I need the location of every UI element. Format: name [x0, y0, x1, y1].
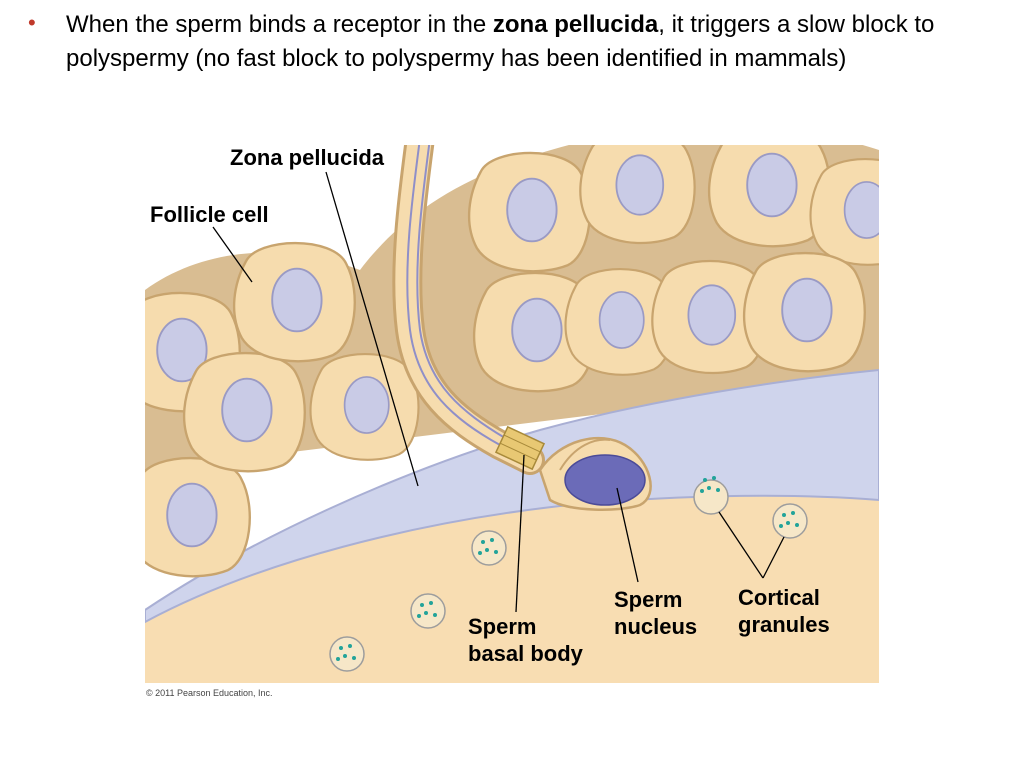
bullet-point: • When the sperm binds a receptor in the…: [28, 8, 978, 76]
bullet-text-bold: zona pellucida: [492, 11, 659, 38]
label-cortical-granules-line1: Cortical: [738, 585, 820, 610]
egg-cytoplasm: [145, 493, 879, 683]
label-follicle-cell: Follicle cell: [150, 202, 269, 227]
bullet-text-part2: , it triggers a slow block to polyspermy…: [66, 11, 935, 72]
leader-cortical-granules-a: [718, 511, 764, 579]
sperm-tail: [392, 145, 545, 475]
leader-sperm-basal-body: [515, 454, 525, 613]
label-sperm-nucleus-line1: Sperm: [614, 587, 683, 612]
label-sperm-basal-body: Sperm basal body: [468, 613, 583, 667]
cortical-granule-dots: [336, 476, 799, 661]
label-sperm-basal-body-line2: basal body: [468, 641, 583, 666]
label-sperm-nucleus: Sperm nucleus: [614, 586, 697, 640]
leader-cortical-granules-b: [762, 536, 785, 579]
label-sperm-basal-body-line1: Sperm: [468, 614, 537, 639]
leader-follicle-cell: [212, 226, 253, 283]
label-zona-pellucida: Zona pellucida: [230, 145, 385, 170]
label-sperm-nucleus-line2: nucleus: [614, 614, 698, 639]
zona-pellucida-band: [145, 368, 879, 624]
leader-lines: [212, 171, 785, 613]
bullet-text: When the sperm binds a receptor in the z…: [66, 8, 978, 76]
bullet-text-part1: When the sperm binds a receptor in the: [66, 11, 493, 38]
sperm-nucleus: [564, 454, 646, 506]
copyright-notice: © 2011 Pearson Education, Inc.: [146, 688, 273, 698]
bullet-marker: •: [28, 10, 36, 35]
leader-sperm-nucleus: [616, 487, 639, 583]
leader-zona-pellucida: [325, 171, 419, 487]
cortical-granules: [329, 479, 808, 672]
sperm-basal-body: [494, 425, 546, 471]
label-cortical-granules: Cortical granules: [738, 584, 830, 638]
label-cortical-granules-line2: granules: [738, 612, 830, 637]
illustration: [145, 145, 879, 683]
